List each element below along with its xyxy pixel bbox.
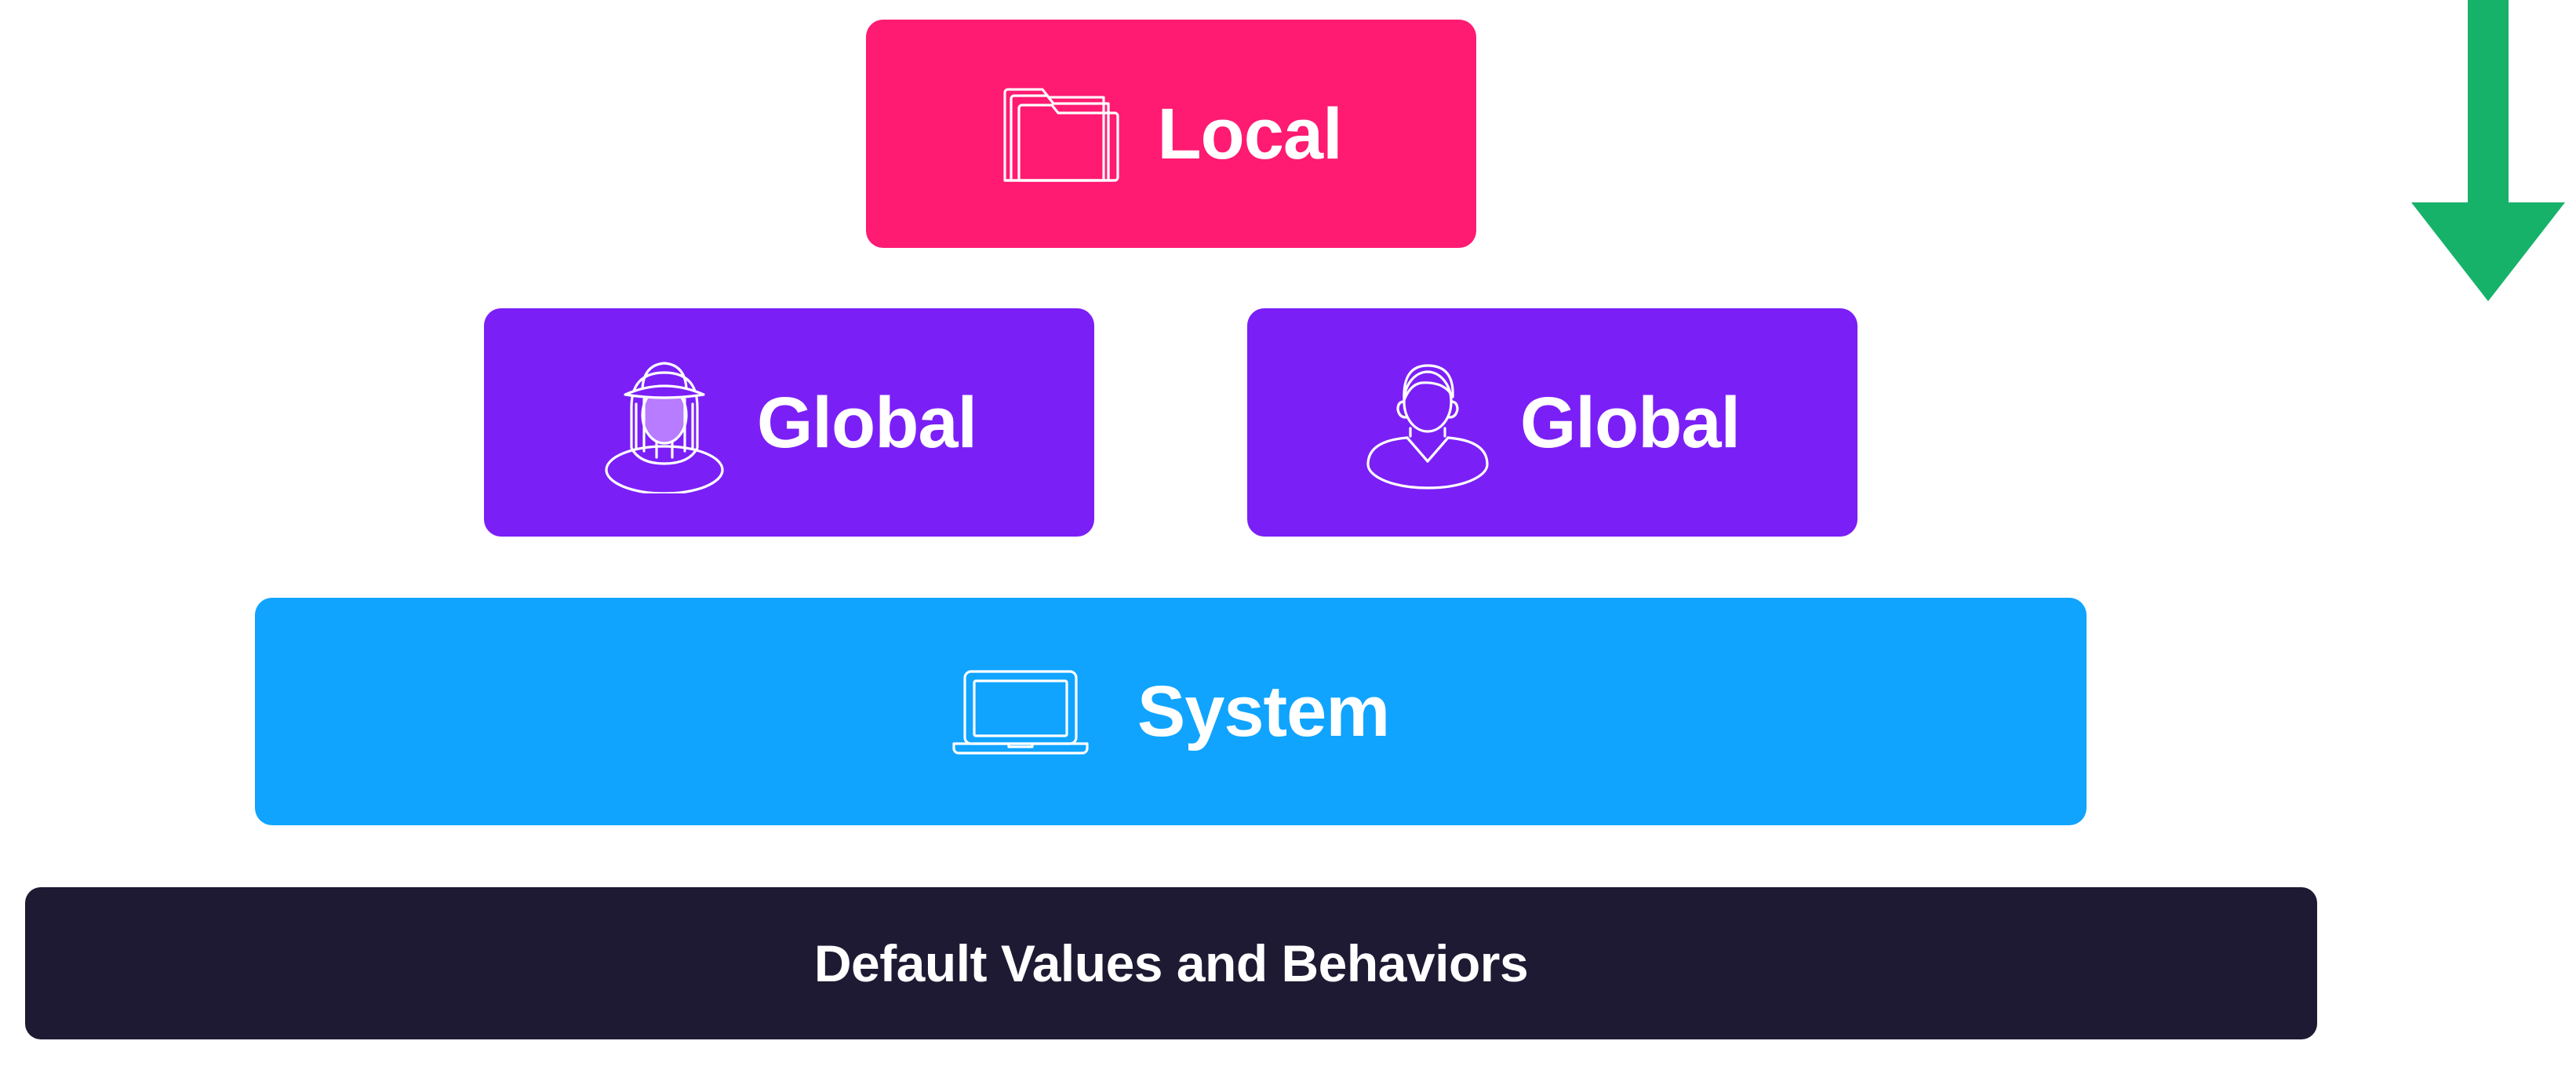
default-values-layer-box: Default Values and Behaviors xyxy=(25,887,2317,1039)
system-label: System xyxy=(1137,671,1390,752)
laptop-icon xyxy=(952,668,1089,755)
arrow-head xyxy=(2411,202,2565,301)
folder-stack-icon xyxy=(1000,85,1119,184)
local-layer-box: Local xyxy=(866,20,1476,248)
global-label-left: Global xyxy=(756,382,977,463)
arrow-down-icon xyxy=(2411,0,2565,301)
user-female-icon xyxy=(602,352,727,493)
global-layer-box-left: Global xyxy=(484,308,1094,537)
global-label-right: Global xyxy=(1519,382,1741,463)
arrow-shaft xyxy=(2468,0,2509,206)
global-layer-box-right: Global xyxy=(1247,308,1857,537)
user-male-icon xyxy=(1365,356,1490,490)
default-values-label: Default Values and Behaviors xyxy=(813,934,1529,992)
system-layer-box: System xyxy=(255,598,2087,825)
local-label: Local xyxy=(1157,93,1342,174)
